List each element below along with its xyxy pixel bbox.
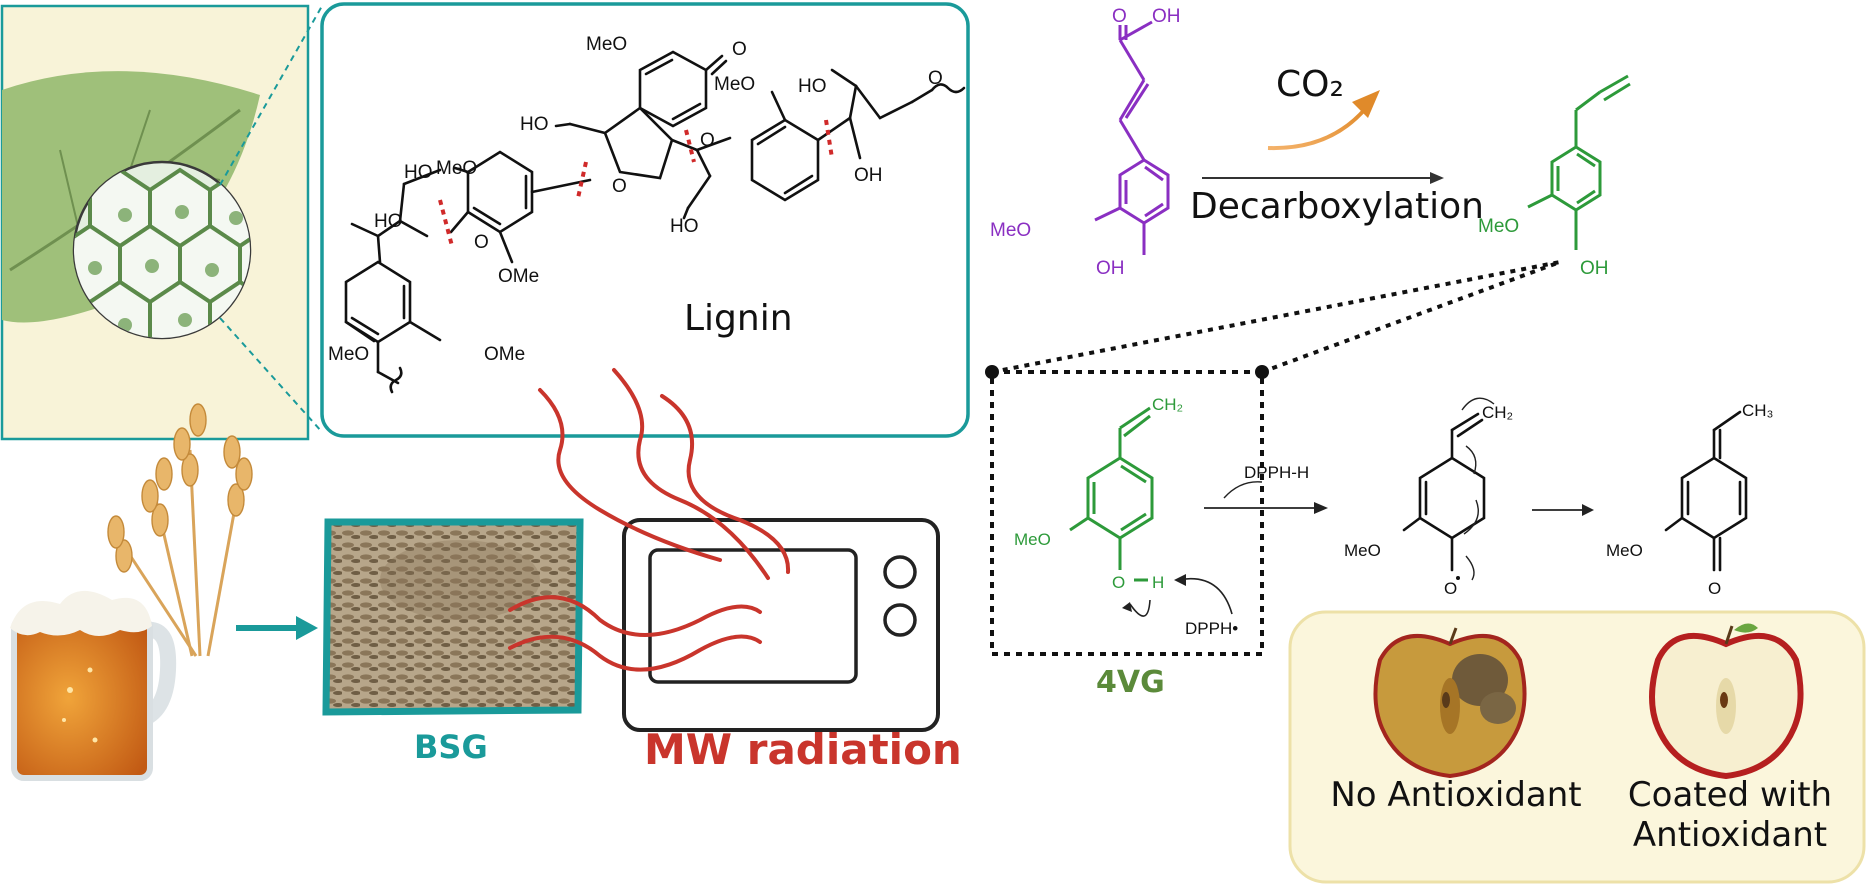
radical-intermediate: CH₂ MeO O: [1344, 397, 1513, 598]
lignin-label-meo-right: MeO: [714, 74, 755, 95]
mol3-label-o: O: [1708, 579, 1721, 598]
co2-release-arrow: [1267, 106, 1368, 151]
coated-label-line1: Coated with: [1628, 775, 1832, 815]
lignin-label-meo-left: MeO: [436, 158, 477, 179]
beer-mug-icon: [10, 590, 177, 781]
coated-label-line2: Antioxidant: [1633, 815, 1827, 855]
mol1-label-meo: MeO: [1014, 530, 1051, 549]
lignin-label-o-ether-right: O: [700, 130, 715, 151]
wheat-icon: [107, 403, 253, 657]
feruloyl-label-oh: OH: [1096, 258, 1125, 279]
apple-comparison: No Antioxidant Coated with Antioxidant: [1288, 610, 1866, 884]
mol2-label-o: O: [1444, 579, 1457, 598]
co2-label: CO₂: [1276, 64, 1344, 105]
mol2-label-ch2: CH₂: [1482, 403, 1513, 422]
no-antioxidant-label: No Antioxidant: [1330, 775, 1581, 815]
decarboxylation-label: Decarboxylation: [1190, 186, 1484, 227]
feruloyl-label-o: O: [1112, 6, 1127, 27]
mol1-label-h: H: [1152, 573, 1164, 592]
dpph-radical-label: DPPH•: [1185, 619, 1238, 638]
lignin-label-o-end: O: [928, 68, 943, 89]
feruloyl-label-meo: MeO: [990, 220, 1031, 241]
lignin-label-o-ring: O: [612, 176, 627, 197]
mol3-label-ch3: CH₃: [1742, 401, 1773, 420]
lignin-label-ho-chain: HO: [374, 211, 403, 232]
mol2-label-meo: MeO: [1344, 541, 1381, 560]
feruloyl-molecule: O OH MeO OH: [990, 6, 1181, 279]
lignin-label-oh-right: OH: [854, 165, 883, 186]
lignin-label-ho-left: HO: [404, 162, 433, 183]
microwave-icon: [622, 518, 940, 732]
4vg-label: 4VG: [1096, 665, 1165, 700]
lignin-structure: MeO O MeO HO HO MeO HO O O O HO OMe OH H…: [328, 34, 966, 394]
lignin-label-keto: O: [732, 39, 747, 60]
lignin-label-ome-bottom: OMe: [484, 344, 525, 365]
dpph-h-label: DPPH-H: [1244, 463, 1309, 482]
mol1-label-o: O: [1112, 573, 1125, 592]
leaf-panel: [0, 4, 323, 441]
flow-arrow: [236, 616, 318, 640]
lignin-label-meo-top: MeO: [586, 34, 627, 55]
decarboxylation-arrowhead: [1430, 172, 1444, 184]
quinone-methide: CH₃ MeO O: [1606, 401, 1773, 598]
lignin-label-ho-bottom: HO: [670, 216, 699, 237]
mechanism-box: CH₂ MeO O H DPPH•: [990, 370, 1264, 656]
vinylguaiacol-top: MeO OH: [1478, 74, 1631, 279]
fresh-apple-icon: [1649, 623, 1804, 780]
quinone-arrow: [1532, 504, 1594, 516]
vg-label-meo: MeO: [1478, 216, 1519, 237]
bsg-label: BSG: [414, 728, 488, 766]
mol1-label-ch2: CH₂: [1152, 395, 1183, 414]
lignin-label-ho-right: HO: [798, 76, 827, 97]
lignin-label-meo-bottom: MeO: [328, 344, 369, 365]
decarboxylation-step: CO₂ Decarboxylation: [1190, 64, 1484, 227]
mol3-label-meo: MeO: [1606, 541, 1643, 560]
mechanism-arrow: DPPH-H: [1204, 463, 1328, 514]
mw-radiation-label: MW radiation: [644, 725, 962, 774]
feruloyl-label-oh-acid: OH: [1152, 6, 1181, 27]
rotten-apple-icon: [1373, 627, 1527, 779]
microwave-waves: [508, 368, 791, 672]
lignin-label-ho-top: HO: [520, 114, 549, 135]
lignin-panel: MeO O MeO HO HO MeO HO O O O HO OMe OH H…: [320, 2, 970, 438]
zoom-connector: [985, 260, 1561, 379]
bsg-sample: [322, 518, 584, 716]
lignin-title: Lignin: [684, 298, 793, 339]
lignin-label-o-ether-left: O: [474, 232, 489, 253]
lignin-label-ome-mid: OMe: [498, 266, 539, 287]
vg-label-oh: OH: [1580, 258, 1609, 279]
